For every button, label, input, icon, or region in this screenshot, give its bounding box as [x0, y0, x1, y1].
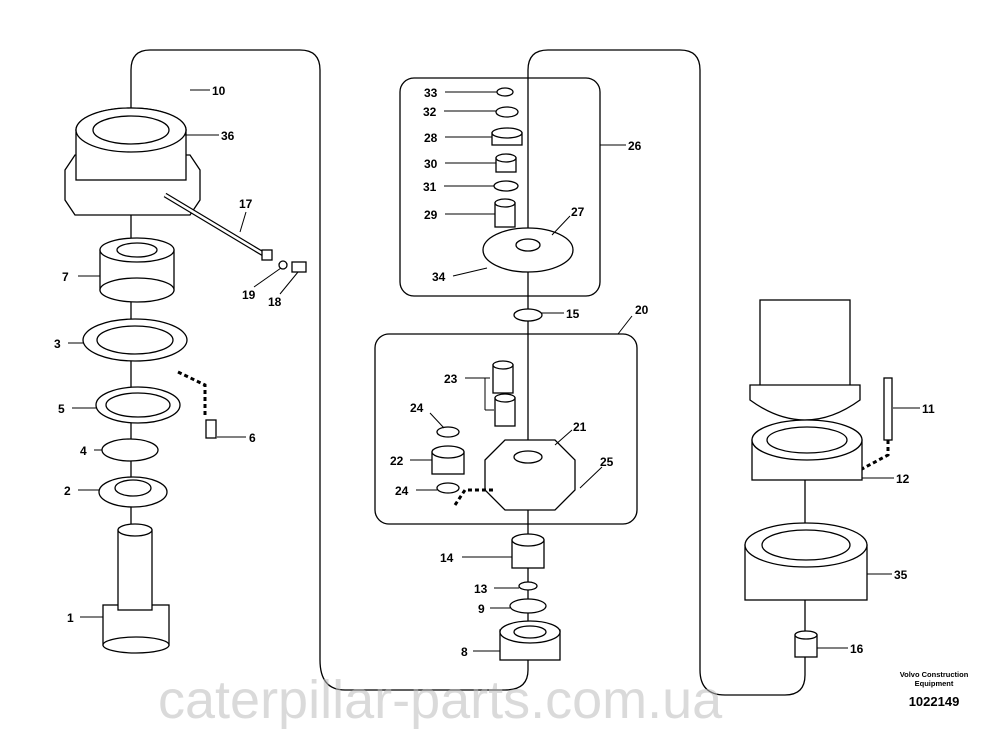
ring-32 [495, 106, 519, 118]
callout-2: 2 [64, 484, 71, 498]
callout-17: 17 [239, 197, 253, 211]
washer-24-top [436, 426, 460, 438]
callout-19: 19 [242, 288, 256, 302]
callout-30: 30 [424, 157, 438, 171]
callout-9: 9 [478, 602, 485, 616]
callouts: 10 36 17 7 19 18 3 5 6 4 2 1 33 32 28 26… [54, 84, 935, 659]
o-ring-9 [509, 598, 547, 614]
gear-14 [511, 533, 545, 569]
bolt-11 [883, 377, 893, 441]
ring-gear-35 [744, 522, 868, 601]
callout-34: 34 [432, 270, 446, 284]
callout-31: 31 [423, 180, 437, 194]
callout-12: 12 [896, 472, 910, 486]
callout-23: 23 [444, 372, 458, 386]
callout-1: 1 [67, 611, 74, 625]
callout-36: 36 [221, 129, 235, 143]
washer-24-bottom [436, 482, 460, 494]
ring-13 [518, 581, 538, 591]
callout-26: 26 [628, 139, 642, 153]
callout-22: 22 [390, 454, 404, 468]
plate-33 [496, 87, 514, 97]
callout-13: 13 [474, 582, 488, 596]
callout-4: 4 [80, 444, 87, 458]
callout-32: 32 [423, 105, 437, 119]
brand-line-2: Equipment [915, 679, 954, 688]
sleeve-30 [495, 153, 517, 173]
assembly-path-left [130, 49, 529, 691]
carrier-21 [484, 439, 576, 511]
callout-5: 5 [58, 402, 65, 416]
bolt-path-6 [177, 370, 207, 415]
gear-28 [491, 127, 523, 146]
callout-7: 7 [62, 270, 69, 284]
bolt-path-11 [859, 440, 890, 472]
group-box-26 [399, 77, 601, 297]
callout-28: 28 [424, 131, 438, 145]
seal-2 [98, 476, 168, 508]
assembly-path-right [527, 49, 806, 696]
callout-35: 35 [894, 568, 908, 582]
pin-path-25 [453, 488, 495, 506]
diagram-number: 1022149 [909, 694, 960, 709]
callout-24-top: 24 [410, 401, 424, 415]
callout-8: 8 [461, 645, 468, 659]
callout-15: 15 [566, 307, 580, 321]
bearing-8 [499, 620, 561, 661]
callout-11: 11 [922, 402, 935, 416]
group-box-20 [374, 333, 638, 525]
sleeve-29 [494, 198, 516, 228]
ring-3 [82, 318, 188, 362]
callout-25: 25 [600, 455, 614, 469]
washer-15 [513, 308, 543, 322]
callout-6: 6 [249, 431, 256, 445]
bearing-7 [99, 237, 175, 303]
brand-line-1: Volvo Construction [900, 670, 969, 679]
callout-14: 14 [440, 551, 454, 565]
swing-motor [749, 299, 861, 421]
callout-21: 21 [573, 420, 587, 434]
callout-24-bottom: 24 [395, 484, 409, 498]
callout-18: 18 [268, 295, 282, 309]
ring-31 [493, 180, 519, 192]
ring-5 [95, 386, 181, 424]
housing-36 [64, 107, 201, 216]
callout-16: 16 [850, 642, 864, 656]
ring-12 [751, 419, 863, 481]
callout-33: 33 [424, 86, 438, 100]
fitting-18-19 [278, 260, 307, 273]
callout-27: 27 [571, 205, 585, 219]
carrier-27 [482, 227, 574, 273]
callout-10: 10 [212, 84, 226, 98]
pinion-shaft-1 [102, 523, 170, 654]
callout-3: 3 [54, 337, 61, 351]
pins-23 [492, 360, 516, 427]
callout-20: 20 [635, 303, 649, 317]
watermark: caterpillar-parts.com.ua [158, 670, 723, 730]
bolt-17 [163, 192, 273, 261]
pinion-16 [794, 630, 818, 658]
o-ring-4 [101, 438, 159, 462]
bolt-6 [205, 419, 217, 439]
gear-22 [431, 445, 465, 475]
callout-29: 29 [424, 208, 438, 222]
